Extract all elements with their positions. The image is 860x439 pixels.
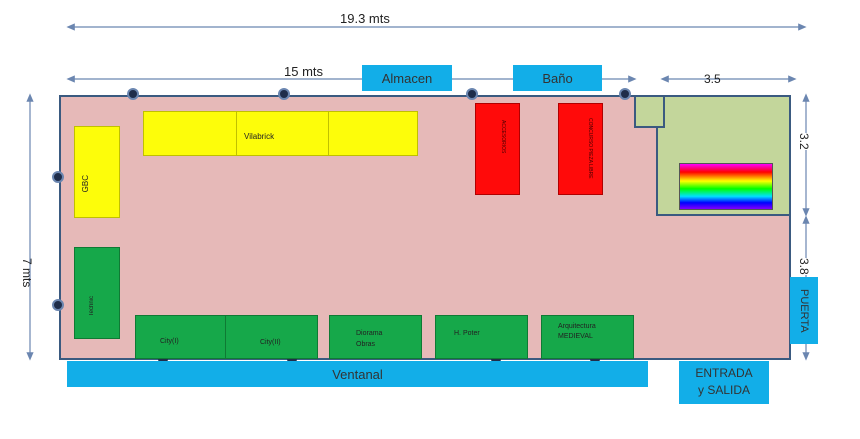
pillar-dot (52, 171, 64, 183)
concurso-table: CONCURSO PIEZA LIBRE (558, 103, 603, 195)
city-1-label: City(I) (160, 338, 179, 345)
pillar-dot (158, 354, 168, 364)
pillar-dot (287, 354, 297, 364)
concurso-label: CONCURSO PIEZA LIBRE (587, 118, 593, 179)
arquitectura-label-1: Arquitectura (558, 323, 596, 330)
arquitectura-table: Arquitectura MEDIEVAL (541, 315, 634, 359)
pillar-dot (590, 354, 600, 364)
right-room-height-label: 3.2 (797, 133, 811, 150)
arquitectura-label-2: MEDIEVAL (558, 333, 593, 340)
accesorios-table: ACCESORIOS (475, 103, 520, 195)
vilabrick-table: Vilabrick (143, 111, 418, 156)
entrada-line-2: y SALIDA (697, 383, 751, 397)
diorama-table: Diorama Obras (329, 315, 422, 359)
pillar-dot (466, 88, 478, 100)
vilabrick-label: Vilabrick (244, 132, 275, 141)
diorama-label-2: Obras (356, 341, 376, 348)
puerta-label: PUERTA (790, 277, 818, 344)
gbc-label: GBC (81, 175, 90, 193)
side-room-corner (634, 95, 665, 128)
right-lower-height-label: 3.8 (797, 258, 811, 275)
pillar-dot (491, 354, 501, 364)
height-label: 7 mts (20, 258, 34, 288)
technic-label: Technic (89, 296, 95, 317)
pillar-dot (127, 88, 139, 100)
accesorios-label: ACCESORIOS (500, 120, 506, 154)
pillar-dot (52, 299, 64, 311)
inner-width-label: 15 mts (284, 64, 324, 79)
city-2-table: City(II) (225, 315, 318, 359)
hpoter-label: H. Poter (454, 330, 480, 337)
bano-label: Baño (513, 65, 602, 91)
pillar-dot (619, 88, 631, 100)
gbc-table: GBC (74, 126, 120, 218)
pillar-dot (278, 88, 290, 100)
total-width-label: 19.3 mts (340, 11, 390, 26)
rainbow-display (679, 163, 773, 210)
ventanal-label: Ventanal (67, 361, 648, 387)
technic-table: Technic (74, 247, 120, 339)
right-room-width-label: 3.5 (704, 72, 721, 86)
city-2-label: City(II) (260, 339, 281, 346)
city-1-table: City(I) (135, 315, 226, 359)
hpoter-table: H. Poter (435, 315, 528, 359)
entrada-salida-label: ENTRADA y SALIDA (679, 361, 769, 404)
almacen-label: Almacen (362, 65, 452, 91)
entrada-line-1: ENTRADA (695, 366, 753, 380)
diorama-label-1: Diorama (356, 330, 383, 337)
